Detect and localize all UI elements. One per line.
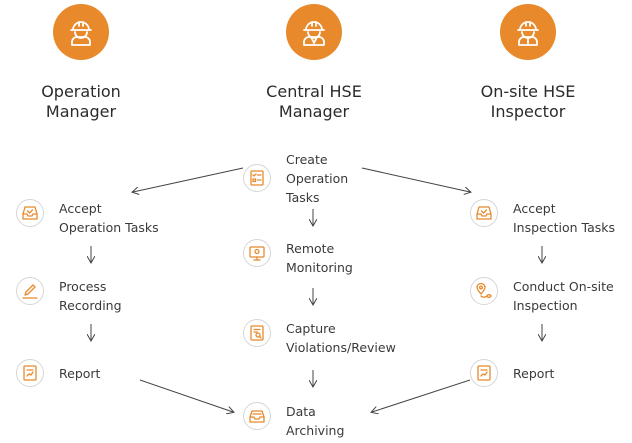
inbox-check-icon [16, 199, 44, 227]
step-report-left: Report [16, 359, 100, 387]
step-label: Report [59, 366, 101, 381]
arrow-create-to-accept-operation [133, 167, 244, 192]
location-route-icon [470, 277, 498, 305]
doc-search-icon [243, 319, 271, 347]
step-report-right: Report [470, 359, 554, 387]
pen-record-icon [16, 277, 44, 305]
monitor-icon [243, 239, 271, 267]
worker-helmet-badge-icon [500, 4, 556, 60]
step-label: Report [513, 366, 555, 381]
report-doc-icon [16, 359, 44, 387]
archive-tray-icon [243, 402, 271, 430]
arrow-create-to-accept-inspection [361, 167, 470, 192]
inbox-check-icon [470, 199, 498, 227]
worker-helmet-icon [53, 4, 109, 60]
worker-helmet-vest-icon [286, 4, 342, 60]
arrow-report-left-to-archive [139, 379, 233, 412]
task-list-icon [243, 164, 271, 192]
arrow-report-right-to-archive [372, 379, 471, 412]
report-doc-icon [470, 359, 498, 387]
